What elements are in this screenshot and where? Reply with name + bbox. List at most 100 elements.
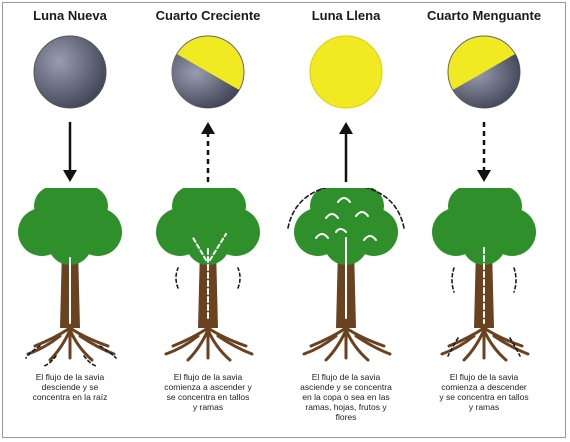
caption-line: se concentra en tallos: [166, 392, 250, 402]
foliage-blob: [186, 221, 230, 265]
caption-line: y se concentra en tallos: [439, 392, 529, 402]
sap-arrow: [83, 355, 97, 367]
moon-disc: [33, 35, 107, 109]
moon-disc: [309, 35, 383, 109]
tree-illustration: [432, 188, 536, 362]
caption-line: y ramas: [468, 402, 500, 412]
root: [482, 326, 524, 348]
caption-line: comienza a descender: [441, 382, 527, 392]
tree-illustration: [18, 188, 122, 367]
sap-arrow: [447, 337, 459, 357]
sap-arrow: [513, 267, 517, 293]
caption-line: ramas, hojas, frutos y: [305, 402, 387, 412]
tree-roots: [164, 326, 254, 362]
foliage-blob: [48, 221, 92, 265]
sap-arrow: [25, 345, 41, 359]
foliage-blob: [310, 188, 350, 226]
tree-roots: [440, 326, 530, 362]
sap-arrow: [237, 267, 241, 289]
moon-shadow: [172, 54, 240, 108]
caption-line: en la copa o sea en las: [302, 392, 390, 402]
caption-line: flores: [335, 412, 357, 422]
root: [164, 334, 200, 356]
tree-illustration: [287, 188, 405, 362]
foliage-blob: [206, 188, 246, 226]
root: [309, 326, 348, 348]
caption-line: El flujo de la savia: [449, 372, 519, 382]
root: [354, 334, 392, 356]
foliage-blob: [34, 188, 74, 226]
root: [216, 334, 254, 356]
root: [68, 326, 110, 348]
foliage-blob: [462, 221, 506, 265]
caption-line: asciende y se concentra: [300, 382, 392, 392]
root: [206, 326, 248, 348]
sap-arrow: [287, 188, 405, 229]
phase-caption: El flujo de la savia desciende y se conc…: [6, 372, 134, 402]
arrow-up-icon: [339, 122, 353, 182]
foliage-blob: [172, 188, 212, 226]
caption-line: El flujo de la savia: [311, 372, 381, 382]
first-quarter-moon-icon: [171, 35, 245, 109]
arrow-head: [339, 122, 353, 134]
caption-line: concentra en la raíz: [32, 392, 108, 402]
tree-canopy: [156, 188, 260, 265]
sap-swirl: [335, 228, 347, 233]
phase-caption: El flujo de la savia asciende y se conce…: [282, 372, 410, 422]
caption-line: El flujo de la savia: [35, 372, 105, 382]
sap-arrow: [99, 345, 117, 359]
arrow-head: [201, 122, 215, 134]
caption-line: desciende y se: [41, 382, 99, 392]
tree-roots: [26, 326, 116, 362]
new-moon-icon: [33, 35, 107, 109]
last-quarter-moon-icon: [447, 35, 521, 109]
phase-title: Cuarto Menguante: [426, 8, 542, 23]
sap-arrow: [451, 267, 455, 293]
root: [171, 326, 210, 348]
tree-canopy: [432, 188, 536, 265]
sap-line: [191, 235, 207, 261]
phase-title: Luna Llena: [311, 8, 381, 23]
caption-line: El flujo de la savia: [173, 372, 243, 382]
tree-canopy: [18, 188, 122, 265]
foliage-blob: [344, 188, 384, 226]
sap-flow-outer: [287, 188, 405, 229]
arrow-down-icon: [63, 122, 77, 182]
sap-arrow: [43, 355, 57, 367]
tree-roots: [302, 326, 392, 362]
root: [447, 326, 486, 348]
sap-flow: [315, 197, 377, 319]
sap-flow: [191, 233, 227, 319]
sap-swirl: [325, 213, 339, 219]
phase-caption: El flujo de la savia comienza a descende…: [420, 372, 548, 412]
phase-column-new-moon: Luna Nueva El flujo de la savia desciend…: [0, 0, 140, 442]
phase-title: Cuarto Creciente: [155, 8, 261, 23]
sap-flow-outer: [25, 345, 117, 367]
full-moon-icon: [309, 35, 383, 109]
sap-arrow: [175, 267, 179, 289]
arrow-head: [477, 170, 491, 182]
sap-flow-outer: [447, 267, 521, 357]
sap-swirl: [315, 233, 329, 239]
moon-shadow: [452, 54, 520, 108]
arrow-up-dashed-icon: [201, 122, 215, 182]
phase-title: Luna Nueva: [33, 8, 107, 23]
sap-flow-outer: [175, 267, 241, 289]
sap-swirl: [363, 235, 377, 241]
root: [492, 334, 530, 356]
sap-swirl: [337, 197, 351, 203]
phase-column-last-quarter: Cuarto Menguante El flujo de la savia co…: [414, 0, 554, 442]
arrow-down-dashed-icon: [477, 122, 491, 182]
phase-caption: El flujo de la savia comienza a ascender…: [144, 372, 272, 412]
root: [344, 326, 386, 348]
caption-line: comienza a ascender y: [164, 382, 252, 392]
diagram-frame: [2, 2, 566, 438]
root: [33, 326, 72, 348]
tree-illustration: [156, 188, 260, 362]
root: [440, 334, 476, 356]
sap-line: [209, 233, 227, 261]
foliage-blob: [482, 188, 522, 226]
caption-line: y ramas: [192, 402, 224, 412]
foliage-blob: [448, 188, 488, 226]
sap-arrow: [509, 337, 521, 357]
